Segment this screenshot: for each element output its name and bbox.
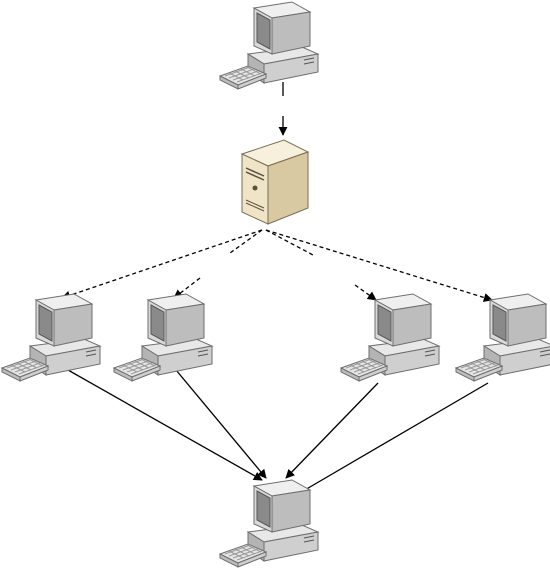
node-bottom-computer: [220, 480, 318, 567]
connection-left-2-to-bottom: [176, 370, 266, 478]
connection-right-2-to-bottom: [298, 383, 488, 494]
connection-right-1-to-bottom: [286, 383, 378, 478]
computer-icon: [220, 2, 318, 89]
computer-icon: [114, 294, 212, 381]
node-top-computer: [220, 2, 318, 89]
computer-icon: [2, 294, 100, 381]
computer-icon: [456, 294, 550, 381]
server-icon: [242, 140, 308, 224]
connection-left-1-to-bottom: [68, 370, 262, 480]
node-computer-right-1: [341, 294, 439, 381]
node-computer-left-2: [114, 294, 212, 381]
node-computer-right-2: [456, 294, 550, 381]
connection-server-to-right-1-part-b: [355, 285, 376, 300]
node-computer-left-1: [2, 294, 100, 381]
connection-server-to-left-1: [62, 230, 262, 298]
node-server: [242, 140, 308, 224]
computer-icon: [220, 480, 318, 567]
connection-server-to-right-1-part-a: [266, 230, 313, 255]
computer-icon: [341, 294, 439, 381]
connection-server-to-left-2-part-a: [230, 230, 262, 253]
connection-server-to-right-2: [266, 230, 492, 300]
